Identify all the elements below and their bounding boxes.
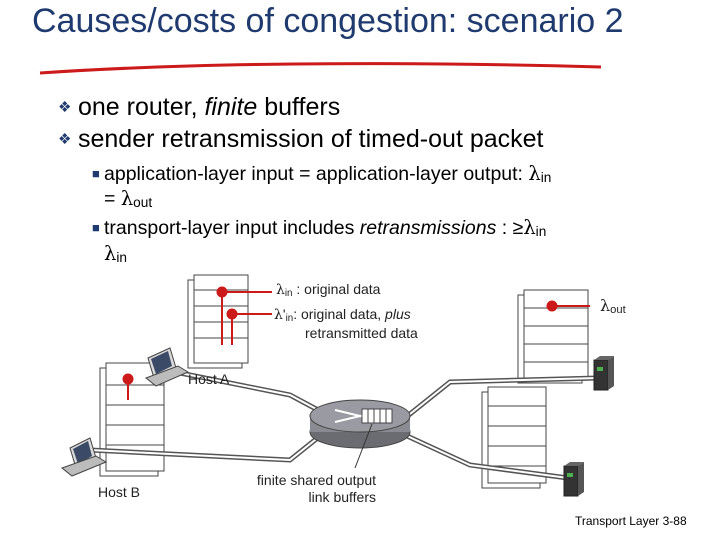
lambda-prime-in-sub: in [285, 313, 294, 324]
subbullet-2-line2: λin [104, 243, 127, 269]
lambda-out-label: λout [600, 297, 626, 319]
footer-text: Transport Layer [575, 514, 660, 528]
bullet-1-text-em: finite [204, 93, 258, 121]
laptop-icon-a [145, 347, 190, 387]
subbullet-2-line1: ■ transport-layer input includes retransm… [92, 217, 546, 243]
slide-title: Causes/costs of congestion: scenario 2 [32, 2, 624, 40]
retransmitted-data-label: retransmitted data [305, 325, 418, 341]
buffers-label-line2: link buffers [308, 489, 376, 505]
lambda-in-sub: in [284, 288, 293, 299]
router-icon [309, 399, 411, 449]
subbullet-1-line1: ■ application-layer input = application-l… [92, 163, 551, 189]
title-underline [39, 62, 602, 75]
lambda-in-sub: in [116, 250, 127, 265]
server-icon-1 [593, 356, 614, 391]
lambda-prime-in-em: plus [385, 306, 411, 322]
lambda-in-text: : original data [292, 281, 381, 297]
lambda-prime-in-label: λ'in: original data, plus [274, 306, 411, 327]
geq-symbol: ≥ [512, 217, 524, 239]
buffers-label-line1: finite shared output [256, 472, 376, 488]
subbullet-1-line2: = λout [104, 188, 152, 214]
square-bullet-icon: ■ [92, 166, 100, 181]
server-icon-2 [563, 462, 584, 497]
square-bullet-icon: ■ [92, 220, 100, 235]
host-b-label: Host B [98, 484, 141, 500]
bullet-1-text-a: one router, [78, 93, 205, 121]
bullet-2: ❖ sender retransmission of timed-out pack… [58, 124, 544, 155]
lambda-out-sub: out [133, 195, 153, 210]
lambda-in-sub: in [540, 170, 552, 185]
bullet-2-text: sender retransmission of timed-out packe… [78, 125, 544, 153]
lambda-symbol: λ [120, 187, 134, 210]
host-b-dot [122, 373, 134, 385]
network-links [89, 367, 599, 481]
lambda-symbol: λ [276, 282, 285, 298]
subbullet-1-equals: = [104, 188, 121, 210]
subbullet-2-text: transport-layer input includes [104, 217, 360, 239]
subbullet-1-text: application-layer input = application-la… [104, 163, 529, 185]
lambda-prime-in-text: : original data, [293, 306, 386, 322]
subbullet-2-em: retransmissions [359, 217, 497, 239]
lambda-symbol: λ [523, 216, 536, 239]
lambda-out-dot [546, 300, 558, 312]
input-rate-lines [122, 286, 590, 400]
lambda-in-dot [216, 286, 228, 298]
lambda-in-label: λin : original data [276, 281, 380, 302]
lambda-prime-in-dot [226, 308, 238, 320]
lambda-in-sub: in [535, 224, 547, 239]
laptop-icon-b [60, 437, 108, 477]
lambda-symbol: λ [528, 162, 541, 185]
lambda-symbol: λ [274, 307, 283, 323]
page-number: 3-88 [662, 514, 687, 528]
buffers-label: finite shared output link buffers [236, 472, 376, 506]
lambda-symbol: λ [104, 242, 117, 265]
bullet-marker-icon: ❖ [58, 99, 72, 116]
lambda-symbol: λ [600, 296, 611, 315]
bullet-1: ❖ one router, finite buffers [58, 92, 340, 123]
prime-symbol: ' [282, 306, 286, 322]
lambda-out-sub: out [610, 304, 626, 316]
bullet-1-text-b: buffers [257, 93, 341, 121]
host-a-label: Host A [188, 371, 230, 387]
bullet-marker-icon: ❖ [58, 131, 72, 148]
subbullet-2-colon: : [496, 217, 513, 239]
network-diagram [60, 274, 614, 497]
footer: Transport Layer 3-88 [575, 514, 687, 528]
buffers-pointer [354, 423, 373, 469]
